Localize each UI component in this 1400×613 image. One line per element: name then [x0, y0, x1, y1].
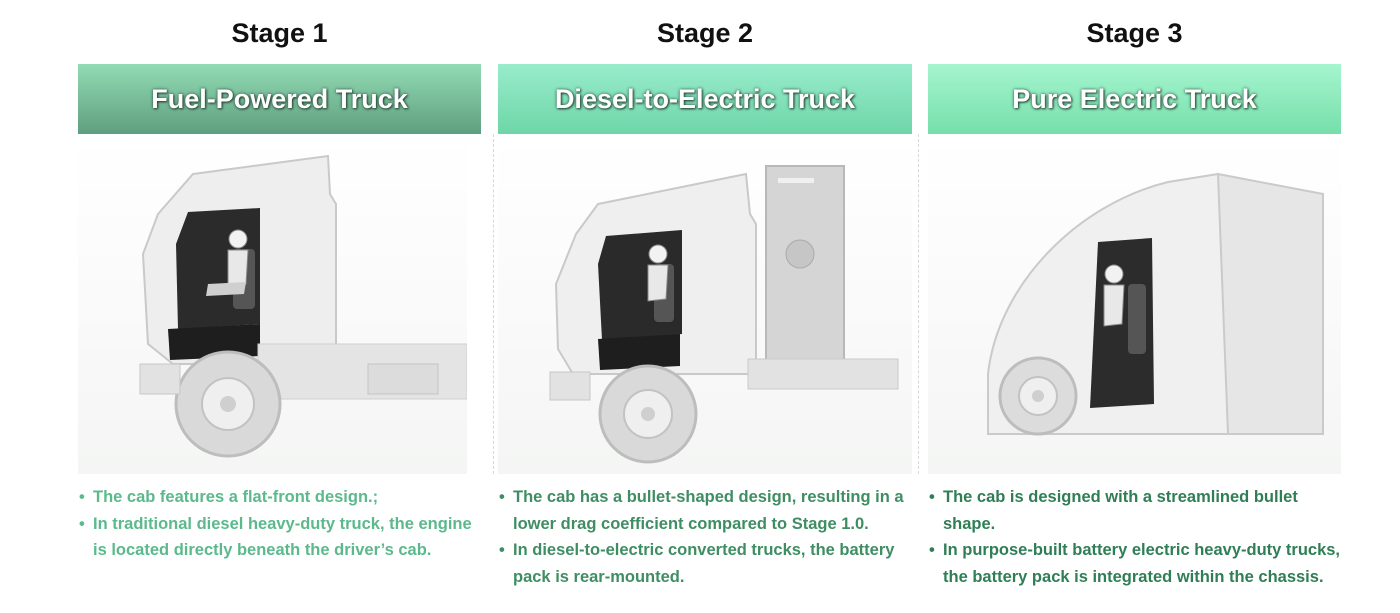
electric-truck-illustration — [928, 134, 1341, 474]
stage-3-panel: Stage 3 Pure Electric Truck The cab is d… — [928, 0, 1341, 613]
stage-divider-2 — [918, 134, 919, 474]
fuel-truck-illustration — [78, 134, 467, 474]
stage-2-title: Stage 2 — [656, 18, 754, 48]
stage-3-note-2: In purpose-built battery electric heavy-… — [929, 537, 1341, 590]
diesel-to-electric-truck-illustration — [498, 134, 912, 474]
stage-2-banner: Diesel-to-Electric Truck — [498, 64, 912, 134]
stage-1-note-2: In traditional diesel heavy-duty truck, … — [79, 511, 481, 564]
diesel-electric-truck-icon — [549, 165, 899, 464]
stage-1-title: Stage 1 — [231, 18, 328, 48]
stage-3-note-1: The cab is designed with a streamlined b… — [929, 484, 1341, 537]
stage-2-panel: Stage 2 Diesel-to-Electric Truck The cab… — [498, 0, 912, 613]
stage-3-title: Stage 3 — [1086, 18, 1183, 48]
stage-divider-1 — [493, 134, 494, 474]
stage-2-note-2: In diesel-to-electric converted trucks, … — [499, 537, 912, 590]
electric-truck-icon — [987, 172, 1324, 436]
stage-1-panel: Stage 1 Fuel-Powered Truck T — [78, 0, 481, 613]
stage-2-note-1: The cab has a bullet-shaped design, resu… — [499, 484, 912, 537]
stage-3-notes: The cab is designed with a streamlined b… — [928, 484, 1341, 590]
stage-1-banner: Fuel-Powered Truck — [78, 64, 481, 134]
stage-1-note-1: The cab features a flat-front design.; — [79, 484, 481, 511]
fuel-truck-icon — [139, 154, 467, 458]
stage-1-notes: The cab features a flat-front design.; I… — [78, 484, 481, 564]
stage-2-notes: The cab has a bullet-shaped design, resu… — [498, 484, 912, 590]
stage-3-banner: Pure Electric Truck — [928, 64, 1341, 134]
